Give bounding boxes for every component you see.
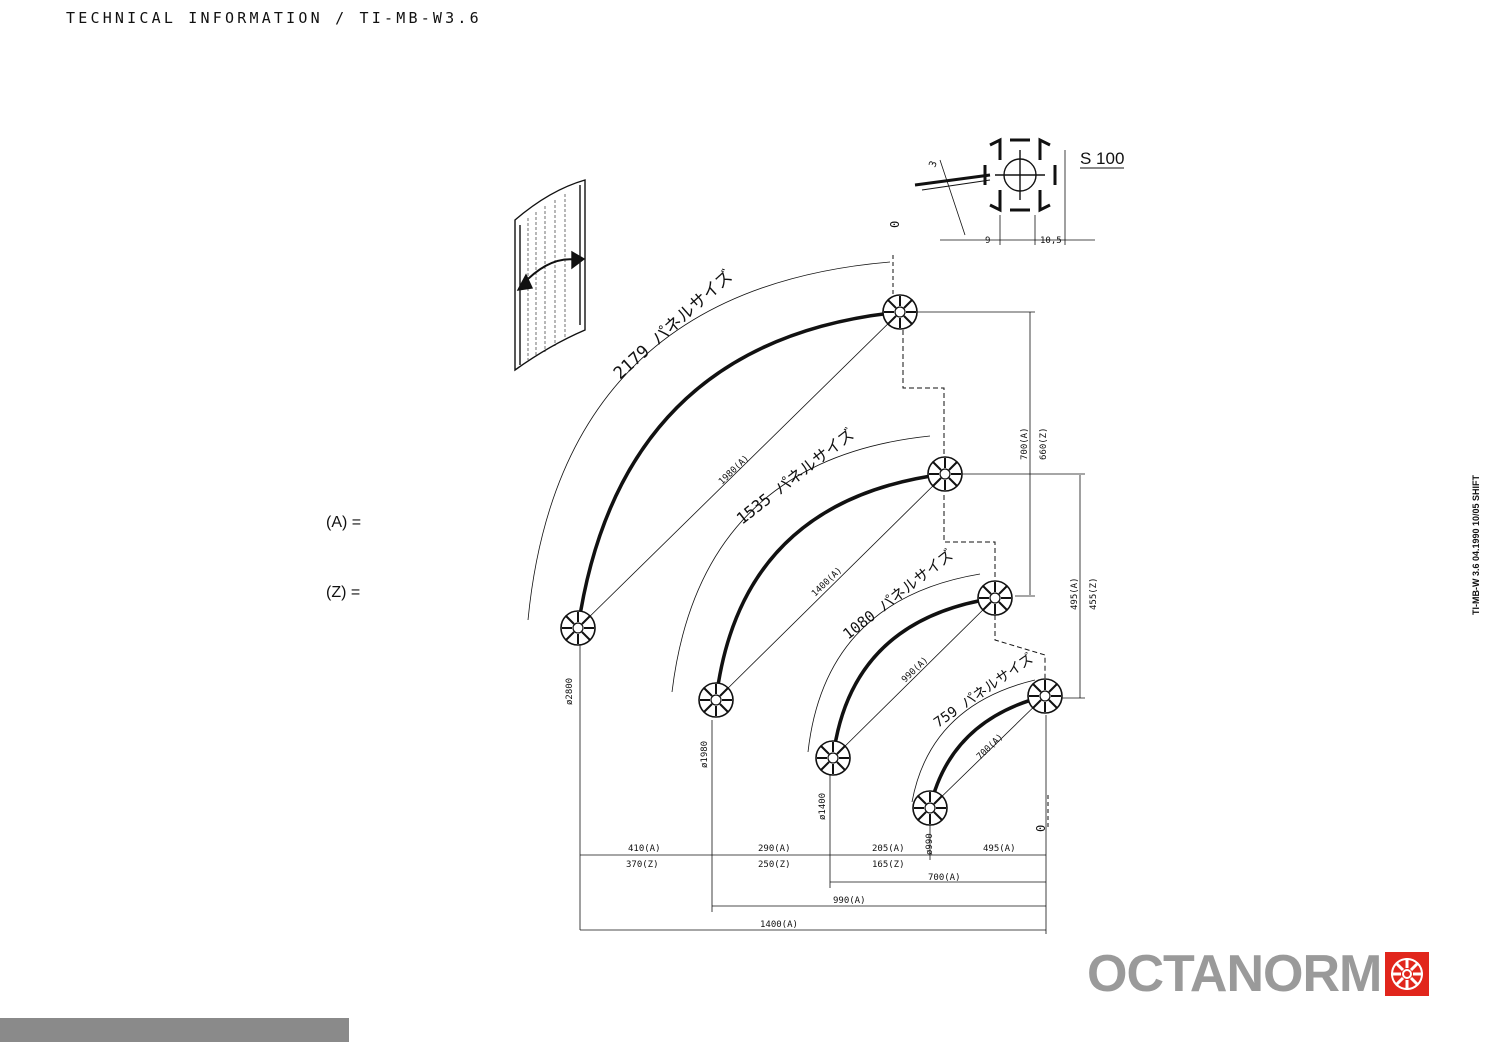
horizontal-dimensions [580, 854, 1046, 931]
legend-z: (Z) = [326, 584, 361, 601]
h-dim-2-a: 290(A) [758, 844, 791, 854]
profile-dim-angle: 3 [927, 160, 939, 169]
brand-logo: OCTANORM [1087, 945, 1430, 1003]
post-7 [815, 740, 851, 776]
profile-s100-detail [914, 137, 1095, 245]
h-dim-2-z: 250(Z) [758, 860, 791, 870]
post-8 [912, 790, 948, 826]
post-3 [977, 580, 1013, 616]
page-header: TECHNICAL INFORMATION / TI-MB-W3.6 [66, 9, 482, 27]
v-dim-top-z: 660(Z) [1039, 427, 1049, 460]
h-dim-3-a: 205(A) [872, 844, 905, 854]
h-dim-3-z: 165(Z) [872, 860, 905, 870]
h-dim-1-a: 410(A) [628, 844, 661, 854]
chord-label-1400: 1400(A) [810, 566, 844, 600]
total-990: 990(A) [833, 896, 866, 906]
dimension-arcs [527, 261, 1036, 803]
chord-lines [577, 311, 1046, 809]
diameter-2800: ø2800 [565, 678, 575, 705]
profile-dim-right: 10,5 [1040, 236, 1062, 246]
octanorm-star-icon [1385, 952, 1430, 996]
h-dim-4-a: 495(A) [983, 844, 1016, 854]
profile-dim-left: 9 [985, 236, 990, 246]
arc-label-1535: 1535 パネルサイズ [733, 425, 858, 528]
arc-1400 [831, 596, 996, 759]
post-4 [1027, 678, 1063, 714]
legend-a: (A) = [326, 514, 362, 531]
wall-arcs [576, 310, 1046, 809]
diameter-1400: ø1400 [818, 793, 828, 820]
post-1 [882, 294, 918, 330]
post-2 [927, 456, 963, 492]
curved-wall-sketch [514, 179, 586, 372]
chord-label-1980: 1980(A) [717, 454, 751, 488]
arc-2800 [576, 310, 901, 629]
total-700: 700(A) [928, 873, 961, 883]
arc-label-2179: 2179 パネルサイズ [610, 267, 737, 384]
footer-bar [0, 1018, 349, 1042]
post-centerline [902, 330, 1046, 678]
arc-1980 [714, 472, 946, 701]
v-dim-mid-a: 495(A) [1070, 577, 1080, 610]
zero-top: 0 [888, 221, 902, 228]
post-6 [698, 682, 734, 718]
v-dim-top-a: 700(A) [1020, 427, 1030, 460]
h-dim-1-z: 370(Z) [626, 860, 659, 870]
chord-label-700: 700(A) [975, 732, 1005, 762]
zero-bottom: 0 [1034, 825, 1048, 832]
diameter-990: ø990 [925, 833, 935, 855]
total-1400: 1400(A) [760, 920, 798, 930]
chord-label-990: 990(A) [900, 655, 930, 685]
post-5 [560, 610, 596, 646]
extension-lines [579, 311, 1085, 934]
profile-name: S 100 [1080, 149, 1124, 168]
v-dim-mid-z: 455(Z) [1089, 577, 1099, 610]
arc-990 [928, 694, 1046, 809]
brand-name: OCTANORM [1087, 945, 1382, 1003]
diameter-1980: ø1980 [700, 741, 710, 768]
